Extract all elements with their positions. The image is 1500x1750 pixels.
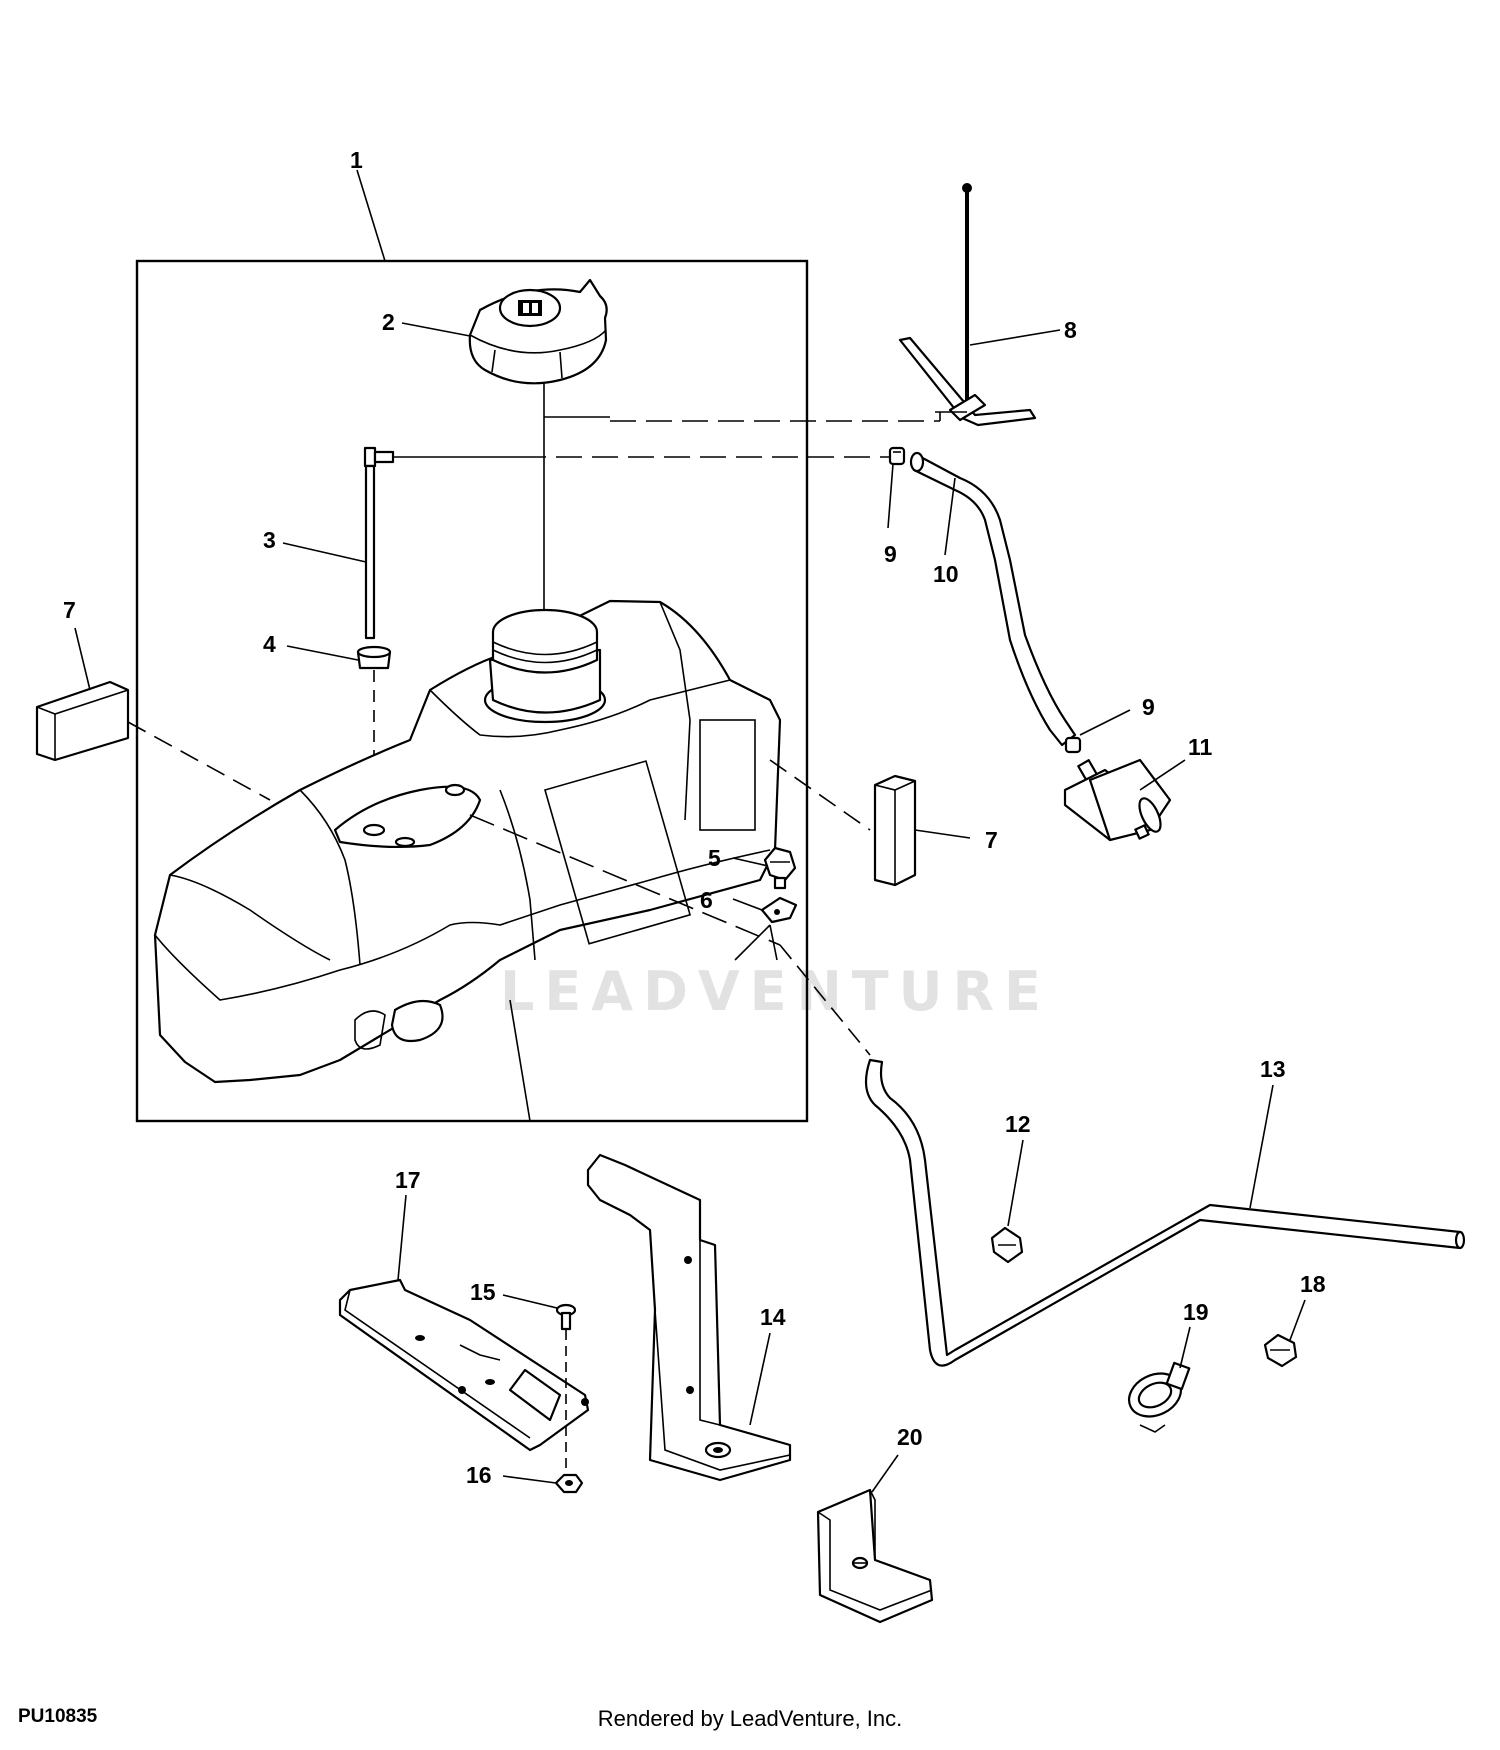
callout-1: 1 xyxy=(350,147,363,173)
leader-6 xyxy=(732,898,763,911)
fuel-cap xyxy=(468,278,608,385)
leader-8 xyxy=(969,329,1061,346)
washer xyxy=(760,896,798,924)
bolt xyxy=(555,1303,577,1331)
nut xyxy=(554,1473,584,1494)
callout-17: 17 xyxy=(395,1167,421,1193)
render-credit: Rendered by LeadVenture, Inc. xyxy=(597,1706,903,1731)
leader-17 xyxy=(397,1194,407,1281)
callout-8: 8 xyxy=(1064,317,1077,343)
hose-clamp-upper xyxy=(888,446,906,466)
hose-clamp-19 xyxy=(1128,1361,1191,1433)
callout-7-left: 7 xyxy=(63,597,76,623)
callout-13: 13 xyxy=(1260,1056,1286,1082)
callout-6: 6 xyxy=(700,887,713,913)
leader-2 xyxy=(401,322,471,337)
callout-15: 15 xyxy=(470,1279,496,1305)
callout-12: 12 xyxy=(1005,1111,1031,1137)
fuel-hose xyxy=(909,451,1077,747)
hose-clamp-lower xyxy=(1064,736,1082,754)
fuel-tank xyxy=(153,599,782,1084)
fuel-line xyxy=(864,1058,1466,1367)
leader-12 xyxy=(1007,1139,1024,1227)
drain-valve xyxy=(763,846,797,890)
leader-9a xyxy=(887,463,894,529)
leader-13 xyxy=(1249,1084,1274,1209)
leader-20 xyxy=(871,1454,899,1493)
line-clamp-12 xyxy=(990,1226,1024,1264)
callout-7-right: 7 xyxy=(985,827,998,853)
leader-10 xyxy=(944,477,956,556)
callout-14: 14 xyxy=(760,1304,786,1330)
callout-3: 3 xyxy=(263,527,276,553)
foam-pad-left xyxy=(35,680,130,762)
vent-tube xyxy=(363,446,890,640)
l-bracket xyxy=(816,1488,934,1624)
callout-16: 16 xyxy=(466,1462,492,1488)
leader-14 xyxy=(749,1332,771,1426)
grommet xyxy=(356,645,392,670)
callout-18: 18 xyxy=(1300,1271,1326,1297)
leader-7b xyxy=(914,829,971,839)
foam-pad-right xyxy=(873,774,917,887)
leader-15 xyxy=(502,1294,558,1309)
callout-20: 20 xyxy=(897,1424,923,1450)
support-bracket xyxy=(586,1153,792,1482)
callout-11: 11 xyxy=(1188,734,1213,760)
leader-18 xyxy=(1289,1299,1306,1341)
leader-16 xyxy=(502,1475,557,1484)
callout-2: 2 xyxy=(382,309,395,335)
callout-19: 19 xyxy=(1183,1299,1209,1325)
tank-mount-bracket xyxy=(338,1278,590,1452)
leader-1 xyxy=(356,169,386,262)
fuel-filter xyxy=(1063,758,1172,842)
callout-4: 4 xyxy=(263,631,276,657)
line-clamp-18 xyxy=(1263,1333,1298,1368)
callout-9-lower: 9 xyxy=(1142,694,1155,720)
callout-10: 10 xyxy=(933,561,959,587)
leader-5 xyxy=(732,857,769,867)
callout-9-upper: 9 xyxy=(884,541,897,567)
fuel-gauge-rod xyxy=(898,183,1037,427)
callout-5: 5 xyxy=(708,845,721,871)
figure-id: PU10835 xyxy=(18,1706,98,1727)
leader-9b xyxy=(1079,709,1131,736)
leader-4 xyxy=(286,645,359,661)
leader-3 xyxy=(282,542,367,563)
watermark: LEADVENTURE xyxy=(500,960,1051,1023)
leader-11 xyxy=(1139,759,1186,791)
fuel-tank-assembly-frame xyxy=(135,259,809,1123)
leader-7a xyxy=(74,627,91,691)
leader-19 xyxy=(1179,1326,1191,1369)
